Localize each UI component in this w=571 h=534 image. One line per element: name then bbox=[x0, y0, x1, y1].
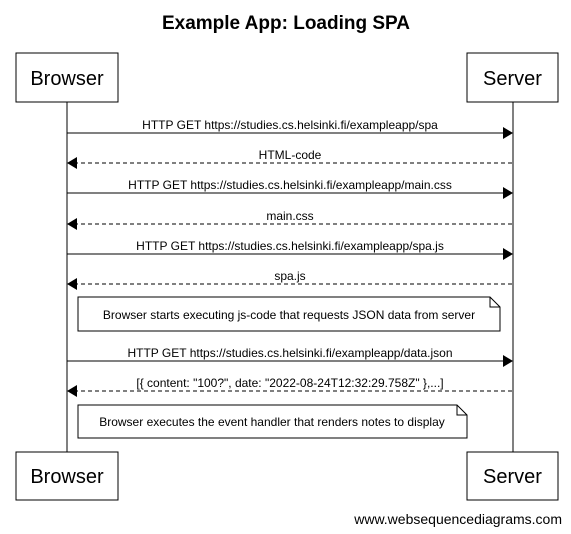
actor-browser-top: Browser bbox=[15, 52, 119, 103]
message-1-label: HTML-code bbox=[259, 148, 322, 162]
footer-watermark: www.websequencediagrams.com bbox=[353, 511, 562, 527]
message-1: HTML-code bbox=[67, 148, 512, 169]
message-4-label: HTTP GET https://studies.cs.helsinki.fi/… bbox=[136, 239, 444, 253]
actor-server-top-label: Server bbox=[483, 68, 542, 90]
actor-server-top: Server bbox=[466, 52, 559, 103]
note-0: Browser starts executing js-code that re… bbox=[77, 296, 501, 332]
actor-browser-bottom-label: Browser bbox=[30, 466, 104, 488]
message-2: HTTP GET https://studies.cs.helsinki.fi/… bbox=[67, 178, 513, 199]
note-1: Browser executes the event handler that … bbox=[77, 404, 468, 439]
message-7-label: [{ content: "100?", date: "2022-08-24T12… bbox=[136, 376, 443, 390]
actor-browser-top-label: Browser bbox=[30, 68, 104, 90]
message-2-label: HTTP GET https://studies.cs.helsinki.fi/… bbox=[128, 178, 452, 192]
message-6-label: HTTP GET https://studies.cs.helsinki.fi/… bbox=[127, 346, 452, 360]
message-7: [{ content: "100?", date: "2022-08-24T12… bbox=[67, 376, 512, 397]
diagram-title: Example App: Loading SPA bbox=[162, 13, 410, 34]
note-0-text: Browser starts executing js-code that re… bbox=[103, 308, 475, 322]
actor-server-bottom: Server bbox=[466, 451, 559, 501]
actor-browser-bottom: Browser bbox=[15, 451, 119, 501]
message-5-label: spa.js bbox=[274, 269, 305, 283]
message-3-label: main.css bbox=[266, 209, 313, 223]
message-4: HTTP GET https://studies.cs.helsinki.fi/… bbox=[67, 239, 513, 260]
message-6: HTTP GET https://studies.cs.helsinki.fi/… bbox=[67, 346, 513, 367]
message-0: HTTP GET https://studies.cs.helsinki.fi/… bbox=[67, 118, 513, 139]
message-3: main.css bbox=[67, 209, 512, 230]
message-5: spa.js bbox=[67, 269, 512, 290]
message-0-label: HTTP GET https://studies.cs.helsinki.fi/… bbox=[142, 118, 438, 132]
note-1-text: Browser executes the event handler that … bbox=[99, 415, 445, 429]
actor-server-bottom-label: Server bbox=[483, 466, 542, 488]
